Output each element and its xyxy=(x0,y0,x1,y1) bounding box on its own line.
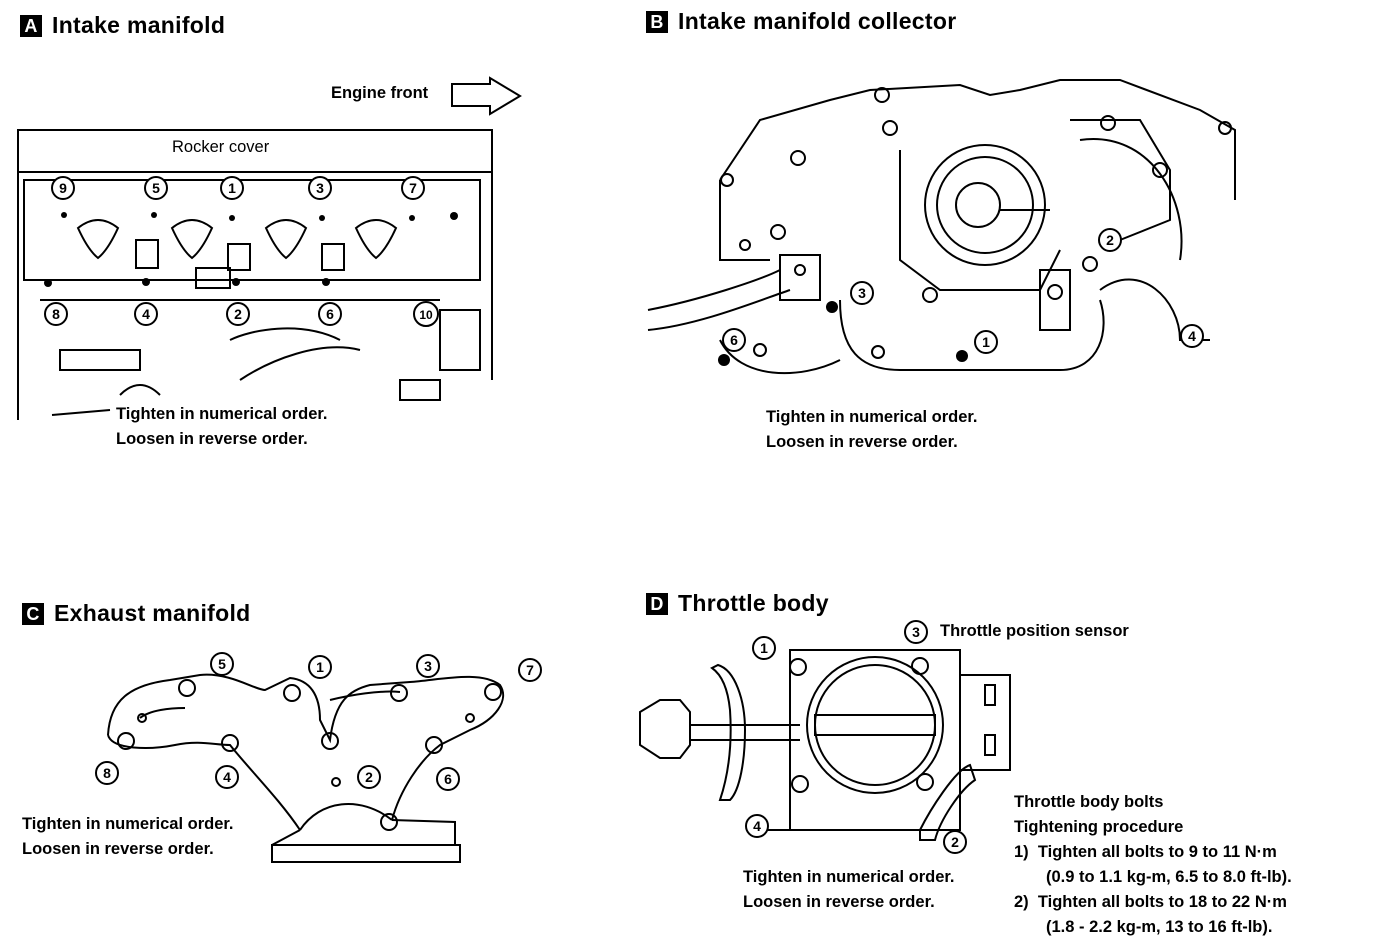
panel-a-title-text: Intake manifold xyxy=(52,12,226,38)
bolt-label-a-7: 7 xyxy=(409,180,417,196)
panel-b-caption-line2: Loosen in reverse order. xyxy=(766,433,958,451)
panel-a-letter: A xyxy=(20,14,42,37)
throttle-body-procedure: Throttle body bolts Tightening procedure… xyxy=(1014,790,1292,940)
bolt-label-c-8: 8 xyxy=(103,765,111,781)
bolt-label-d-4: 4 xyxy=(753,818,761,834)
bolt-badge-c-1 xyxy=(308,655,332,679)
bolt-label-a-1: 1 xyxy=(228,180,236,196)
bolt-badge-a-9 xyxy=(51,176,75,200)
procedure-step-2-num: 2) xyxy=(1014,893,1029,911)
bolt-label-b-1: 1 xyxy=(982,334,990,350)
bolt-badge-d-3 xyxy=(904,620,928,644)
procedure-heading-1: Throttle body bolts xyxy=(1014,793,1164,811)
bolt-badge-a-2 xyxy=(226,302,250,326)
panel-c-title-text: Exhaust manifold xyxy=(54,600,251,626)
panel-b-caption: Tighten in numerical order. Loosen in re… xyxy=(766,405,978,455)
panel-b-title: B Intake manifold collector xyxy=(646,8,956,35)
engine-front-label: Engine front xyxy=(331,84,429,102)
bolt-badge-a-6 xyxy=(318,302,342,326)
panel-a-caption-line1: Tighten in numerical order. xyxy=(116,405,328,423)
intake-collector-drawing xyxy=(647,79,1236,375)
bolt-badge-c-6 xyxy=(436,767,460,791)
panel-a-caption: Tighten in numerical order. Loosen in re… xyxy=(116,402,328,452)
bolt-badge-a-3 xyxy=(308,176,332,200)
bolt-label-a-10: 10 xyxy=(419,308,433,322)
throttle-body-drawing xyxy=(639,649,1011,841)
bolt-badge-c-3 xyxy=(416,654,440,678)
bolt-label-b-3: 3 xyxy=(858,285,866,301)
bolt-badge-b-6 xyxy=(722,328,746,352)
bolt-label-c-2: 2 xyxy=(365,769,373,785)
bolt-label-c-7: 7 xyxy=(526,662,534,678)
bolt-badge-b-4 xyxy=(1180,324,1204,348)
bolt-badge-c-8 xyxy=(95,761,119,785)
bolt-label-a-9: 9 xyxy=(59,180,67,196)
bolt-label-c-5: 5 xyxy=(218,656,226,672)
bolt-badge-d-1 xyxy=(752,636,776,660)
panel-a-caption-line2: Loosen in reverse order. xyxy=(116,430,308,448)
bolt-label-d-2: 2 xyxy=(951,834,959,850)
bolt-badge-a-5 xyxy=(144,176,168,200)
throttle-position-sensor-label: Throttle position sensor xyxy=(940,622,1129,640)
bolt-badge-a-8 xyxy=(44,302,68,326)
engine-front-arrow-icon xyxy=(451,76,522,116)
panel-d-caption-line1: Tighten in numerical order. xyxy=(743,868,955,886)
bolt-label-d-3: 3 xyxy=(912,624,920,640)
procedure-step-2-text: Tighten all bolts to 18 to 22 N·m xyxy=(1037,893,1287,911)
panel-c-caption-line2: Loosen in reverse order. xyxy=(22,840,214,858)
bolt-badge-b-2 xyxy=(1098,228,1122,252)
bolt-label-b-6: 6 xyxy=(730,332,738,348)
bolt-label-a-4: 4 xyxy=(142,306,150,322)
panel-a-title: A Intake manifold xyxy=(20,12,225,39)
bolt-badge-a-7 xyxy=(401,176,425,200)
panel-d-title-text: Throttle body xyxy=(678,590,829,616)
panel-b-title-text: Intake manifold collector xyxy=(678,8,957,34)
bolt-label-a-3: 3 xyxy=(316,180,324,196)
bolt-badge-a-1 xyxy=(220,176,244,200)
procedure-heading-2: Tightening procedure xyxy=(1014,818,1184,836)
bolt-label-a-2: 2 xyxy=(234,306,242,322)
bolt-label-c-3: 3 xyxy=(424,658,432,674)
panel-d-caption: Tighten in numerical order. Loosen in re… xyxy=(743,865,955,915)
panel-d-caption-line2: Loosen in reverse order. xyxy=(743,893,935,911)
bolt-badge-c-4 xyxy=(215,765,239,789)
bolt-badge-b-1 xyxy=(974,330,998,354)
procedure-step-1-num: 1) xyxy=(1014,843,1029,861)
panel-d-title: D Throttle body xyxy=(646,590,829,617)
procedure-step-1-sub: (0.9 to 1.1 kg-m, 6.5 to 8.0 ft-lb). xyxy=(1046,868,1292,886)
bolt-label-c-4: 4 xyxy=(223,769,231,785)
panel-c-letter: C xyxy=(22,602,44,625)
panel-b-letter: B xyxy=(646,10,668,33)
procedure-step-1: 1) Tighten all bolts to 9 to 11 N·m xyxy=(1014,840,1292,865)
bolt-label-a-6: 6 xyxy=(326,306,334,322)
bolt-badge-b-3 xyxy=(850,281,874,305)
bolt-badge-c-2 xyxy=(357,765,381,789)
bolt-label-c-6: 6 xyxy=(444,771,452,787)
bolt-badge-d-4 xyxy=(745,814,769,838)
bolt-label-d-1: 1 xyxy=(760,640,768,656)
bolt-label-a-5: 5 xyxy=(152,180,160,196)
panel-c-title: C Exhaust manifold xyxy=(22,600,251,627)
bolt-label-a-8: 8 xyxy=(52,306,60,322)
panel-d-letter: D xyxy=(646,592,668,615)
procedure-step-2: 2) Tighten all bolts to 18 to 22 N·m xyxy=(1014,890,1292,915)
procedure-step-1-text: Tighten all bolts to 9 to 11 N·m xyxy=(1037,843,1277,861)
panel-c-caption: Tighten in numerical order. Loosen in re… xyxy=(22,812,234,862)
bolt-label-c-1: 1 xyxy=(316,659,324,675)
bolt-badge-c-5 xyxy=(210,652,234,676)
bolt-label-b-2: 2 xyxy=(1106,232,1114,248)
bolt-badge-a-10 xyxy=(413,301,439,327)
bolt-badge-d-2 xyxy=(943,830,967,854)
exhaust-manifold-drawing xyxy=(107,673,505,863)
bolt-badge-a-4 xyxy=(134,302,158,326)
rocker-cover-label: Rocker cover xyxy=(172,138,270,156)
panel-c-caption-line1: Tighten in numerical order. xyxy=(22,815,234,833)
bolt-badge-c-7 xyxy=(518,658,542,682)
panel-b-caption-line1: Tighten in numerical order. xyxy=(766,408,978,426)
bolt-label-b-4: 4 xyxy=(1188,328,1196,344)
procedure-step-2-sub: (1.8 - 2.2 kg-m, 13 to 16 ft-lb). xyxy=(1046,918,1273,936)
